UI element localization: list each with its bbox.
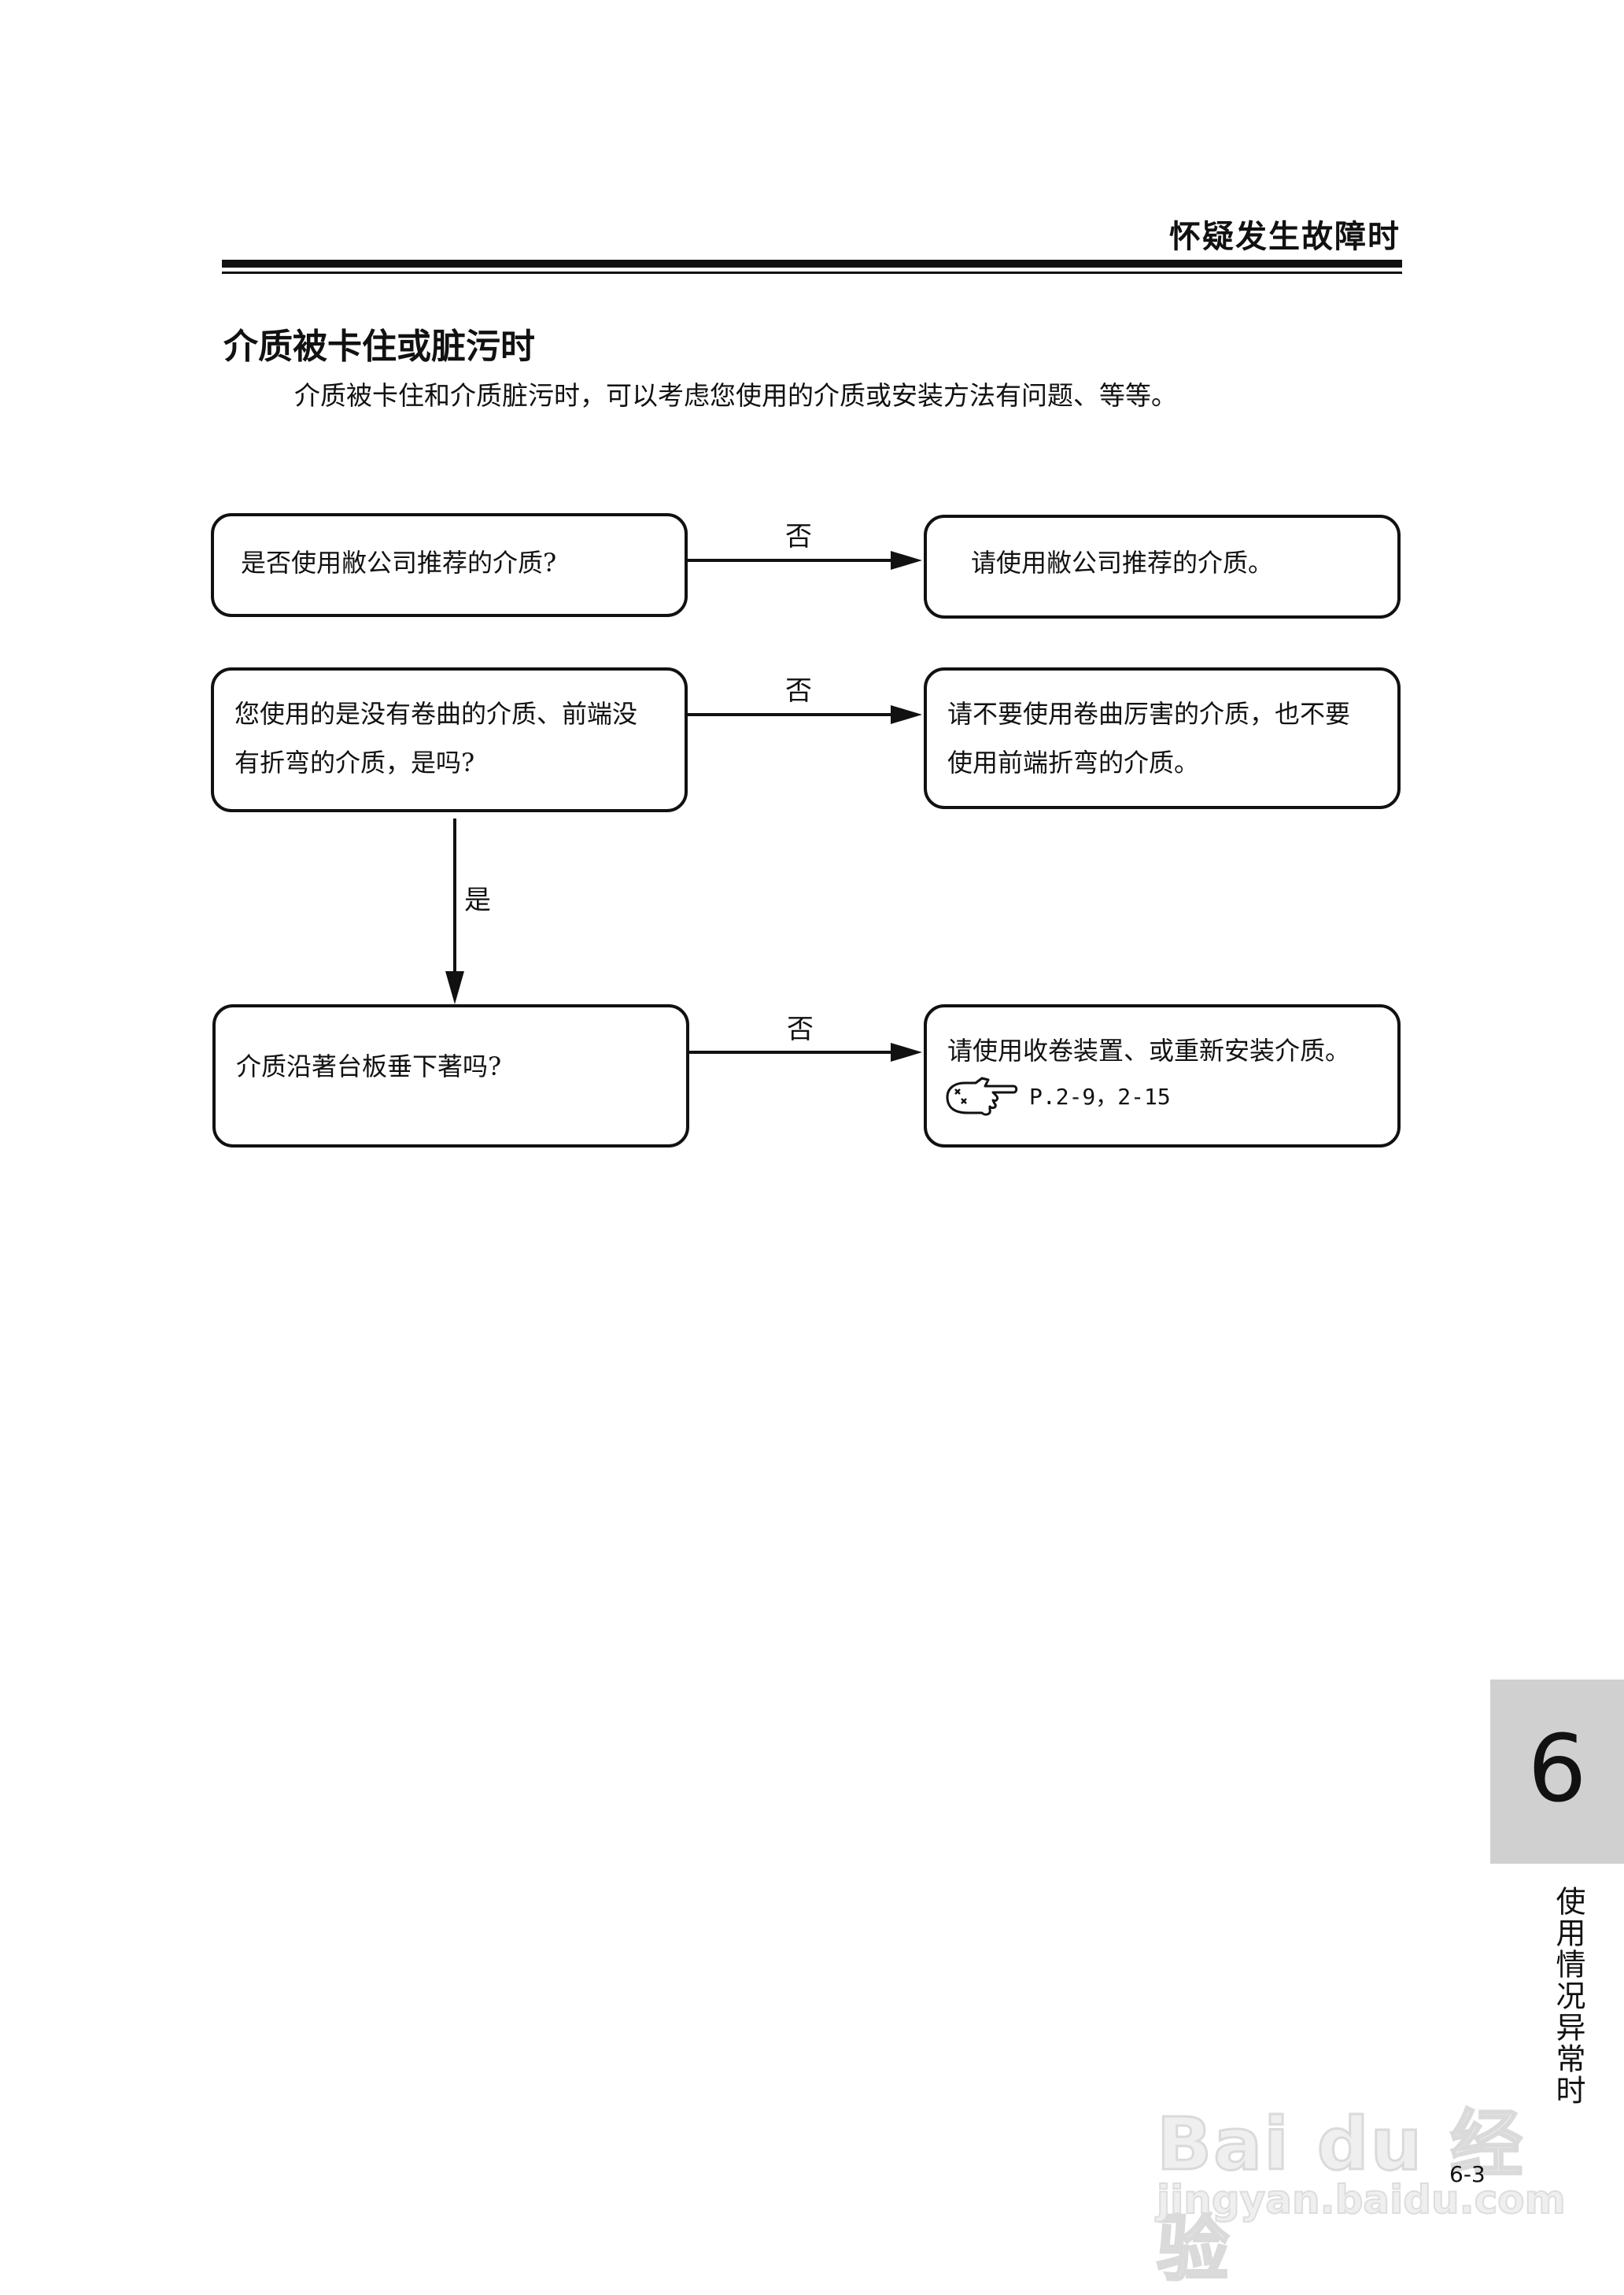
answer-box-2	[924, 667, 1401, 809]
question-1-text: 是否使用敝公司推荐的介质?	[241, 548, 557, 578]
answer-1-text: 请使用敝公司推荐的介质。	[971, 548, 1274, 578]
page-number: 6-3	[1449, 2161, 1486, 2187]
answer-2-line-1: 请不要使用卷曲厉害的介质，也不要	[947, 699, 1351, 729]
chapter-number: 6	[1527, 1714, 1587, 1823]
header-rule-thin	[222, 272, 1402, 274]
answer-box-3	[924, 1004, 1401, 1148]
question-3-text: 介质沿著台板垂下著吗?	[236, 1051, 502, 1081]
running-header: 怀疑发生故障时	[1169, 219, 1401, 255]
question-2-line-1: 您使用的是没有卷曲的介质、前端没	[234, 699, 638, 729]
pointing-hand-icon	[946, 1077, 1018, 1116]
edge-label-yes: 是	[464, 885, 491, 916]
arrow-q2-yes	[445, 819, 464, 1004]
question-box-1	[211, 513, 688, 617]
arrow-q2-no	[688, 705, 922, 724]
arrow-q3-no	[689, 1043, 922, 1062]
section-intro: 介质被卡住和介质脏污时，可以考虑您使用的介质或安装方法有问题、等等。	[294, 380, 1177, 411]
chapter-title: 使用情况异常时	[1551, 1886, 1585, 2106]
arrow-q1-no	[688, 551, 922, 570]
answer-box-1	[924, 515, 1401, 619]
header-rule-thick	[222, 260, 1402, 268]
answer-3-text: 请使用收卷装置、或重新安装介质。	[947, 1036, 1351, 1066]
watermark-logo: Bai du 经验	[1156, 2101, 1525, 2293]
watermark-url: jingyan.baidu.com	[1156, 2176, 1567, 2223]
question-2-line-2: 有折弯的介质，是吗?	[234, 748, 475, 778]
edge-label-no-3: 否	[787, 1014, 814, 1045]
chapter-tab: 6	[1490, 1680, 1624, 1864]
edge-label-no-1: 否	[785, 521, 812, 552]
question-box-3	[212, 1004, 689, 1148]
question-box-2	[211, 667, 688, 812]
watermark: Bai du 经验 jingyan.baidu.com	[1156, 2046, 1567, 2293]
edge-label-no-2: 否	[785, 675, 812, 707]
section-title: 介质被卡住或脏污时	[223, 327, 535, 367]
page-reference: P.2-9，2-15	[1029, 1084, 1171, 1110]
answer-2-line-2: 使用前端折弯的介质。	[947, 748, 1200, 778]
